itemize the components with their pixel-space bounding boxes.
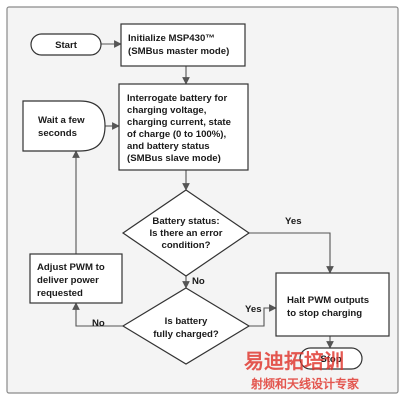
adjust-label-line-1: Adjust PWM to xyxy=(37,262,105,273)
interrogate-label-line-4: of charge (0 to 100%), xyxy=(127,129,226,140)
charged-yes-label: Yes xyxy=(245,304,262,315)
fully-charged-decision: Is battery fully charged? xyxy=(121,287,251,365)
status-yes-label: Yes xyxy=(285,216,302,227)
charged-label-line-2: fully charged? xyxy=(153,329,219,340)
wait-delay-box: Wait a few seconds xyxy=(22,100,106,152)
halt-pwm-process-box: Halt PWM outputs to stop charging xyxy=(275,272,390,337)
wait-label-line-1: Wait a few xyxy=(38,115,85,126)
charged-label-line-1: Is battery xyxy=(165,316,208,327)
adjust-label-line-2: deliver power xyxy=(37,275,99,286)
initialize-label-line-2: (SMBus master mode) xyxy=(128,46,229,57)
interrogate-label-line-1: Interrogate battery for xyxy=(127,93,227,104)
adjust-label-line-3: requested xyxy=(37,288,83,299)
watermark-sub-text: 射频和天线设计专家 xyxy=(250,376,360,391)
stop-label: Stop xyxy=(320,354,341,365)
interrogate-label-line-6: (SMBus slave mode) xyxy=(127,153,221,164)
status-label-line-3: condition? xyxy=(161,240,210,251)
status-label-line-2: Is there an error xyxy=(149,228,222,239)
adjust-pwm-process-box: Adjust PWM to deliver power requested xyxy=(29,253,123,304)
wait-label-line-2: seconds xyxy=(38,128,77,139)
interrogate-label-line-5: and battery status xyxy=(127,141,210,152)
start-terminal: Start xyxy=(30,33,102,56)
charged-no-label: No xyxy=(92,318,105,329)
watermark: 易迪拓培训 射频和天线设计专家 xyxy=(244,349,360,391)
status-label-line-1: Battery status: xyxy=(152,216,219,227)
status-no-label: No xyxy=(192,276,205,287)
initialize-label-line-1: Initialize MSP430™ xyxy=(128,33,215,44)
initialize-process-box: Initialize MSP430™ (SMBus master mode) xyxy=(120,23,246,67)
stop-terminal: Stop xyxy=(299,347,363,370)
halt-label-line-2: to stop charging xyxy=(287,308,362,319)
interrogate-label-line-3: charging current, state xyxy=(127,117,231,128)
interrogate-label-line-2: charging voltage, xyxy=(127,105,207,116)
halt-label-line-1: Halt PWM outputs xyxy=(287,295,369,306)
edge-status-yes-to-halt xyxy=(249,232,334,274)
edge-charged-yes-to-halt xyxy=(249,304,277,327)
battery-status-decision: Battery status: Is there an error condit… xyxy=(121,189,251,277)
start-label: Start xyxy=(55,40,78,51)
watermark-main-text: 易迪拓培训 xyxy=(244,349,344,373)
edge-charged-no-to-adjust xyxy=(72,302,123,327)
interrogate-battery-process-box: Interrogate battery for charging voltage… xyxy=(118,83,249,171)
